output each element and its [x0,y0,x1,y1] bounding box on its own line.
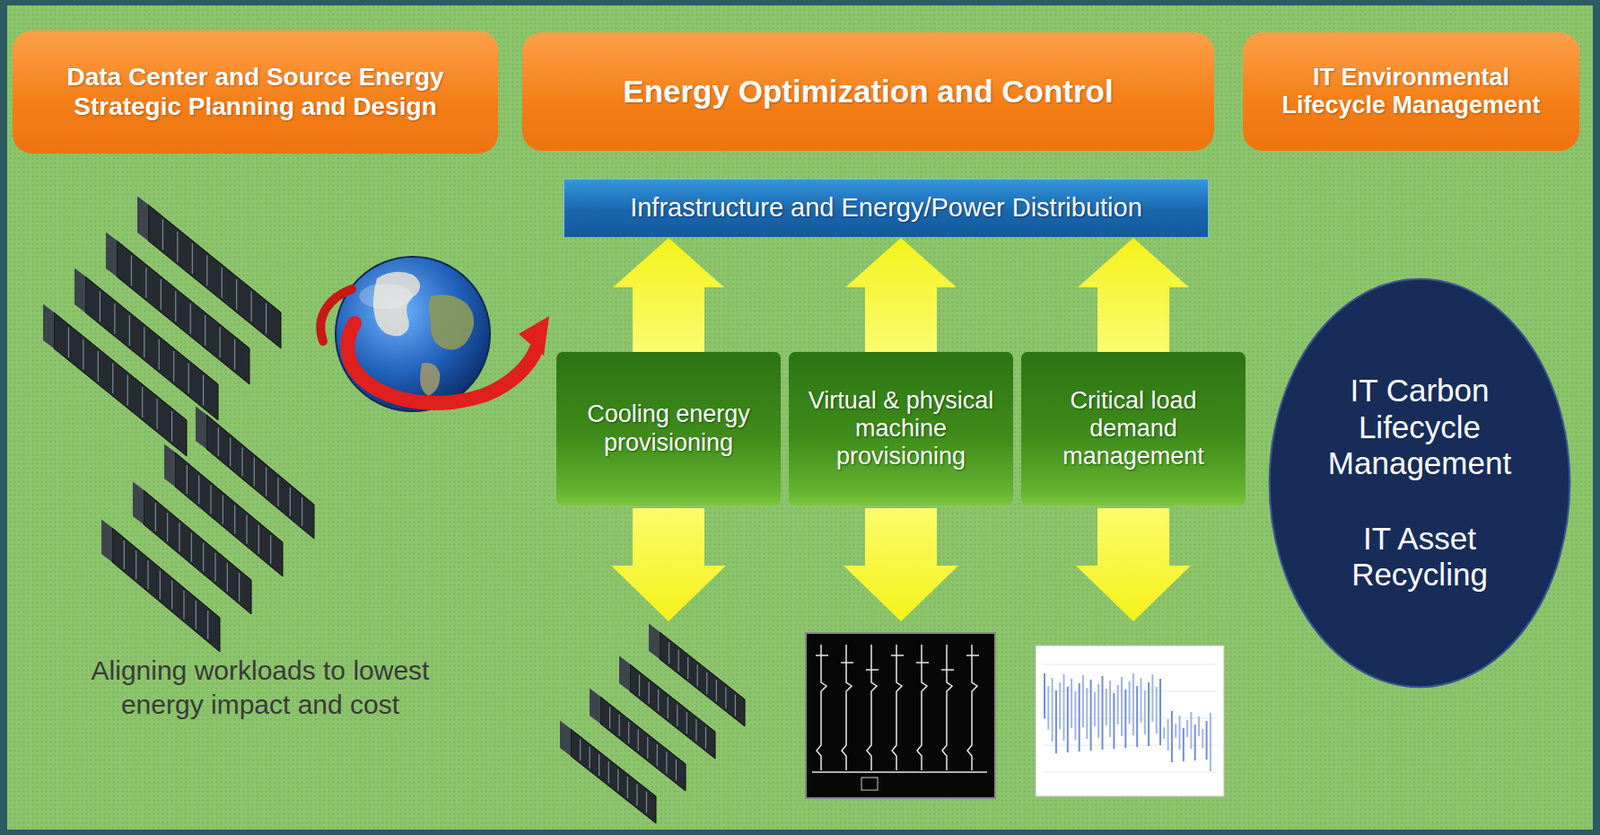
monitor-screen [805,632,996,798]
down-arrows [611,507,1191,621]
node-text: Infrastructure and Energy/Power Distribu… [629,192,1143,223]
node-text: Energy Optimization and Control [622,73,1113,110]
optimization-header: Energy Optimization and Control [522,32,1215,151]
node-text: IT Carbon Lifecycle Management [1309,372,1531,481]
load-chart [1035,645,1225,796]
strategy-header: Data Center and Source Energy Strategic … [12,30,499,154]
carbon-ellipse: IT Carbon Lifecycle Management IT Asset R… [1267,277,1572,689]
process-box: Critical load demand management [1021,351,1246,506]
globe [320,256,550,411]
yellow-arrow [612,237,725,352]
node-text: Data Center and Source Energy Strategic … [28,62,482,121]
yellow-arrow [845,237,957,352]
yellow-arrow [1077,237,1190,352]
node-text: Critical load demand management [1026,386,1241,471]
node-text: IT Environmental Lifecycle Management [1259,63,1564,120]
caption-note: Aligning workloads to lowest energy impa… [89,653,431,721]
node-text: Cooling energy provisioning [561,400,776,456]
distribution-band: Infrastructure and Energy/Power Distribu… [563,178,1209,238]
server-racks [43,196,745,823]
ellipse-shape [1267,277,1572,689]
background-panel [7,5,1593,830]
lifecycle-header: IT Environmental Lifecycle Management [1242,32,1580,151]
process-box: Cooling energy provisioning [556,351,781,506]
node-text: Virtual & physical machine provisioning [794,386,1008,471]
process-box: Virtual & physical machine provisioning [788,351,1014,506]
node-text: IT Asset Recycling [1309,520,1531,594]
